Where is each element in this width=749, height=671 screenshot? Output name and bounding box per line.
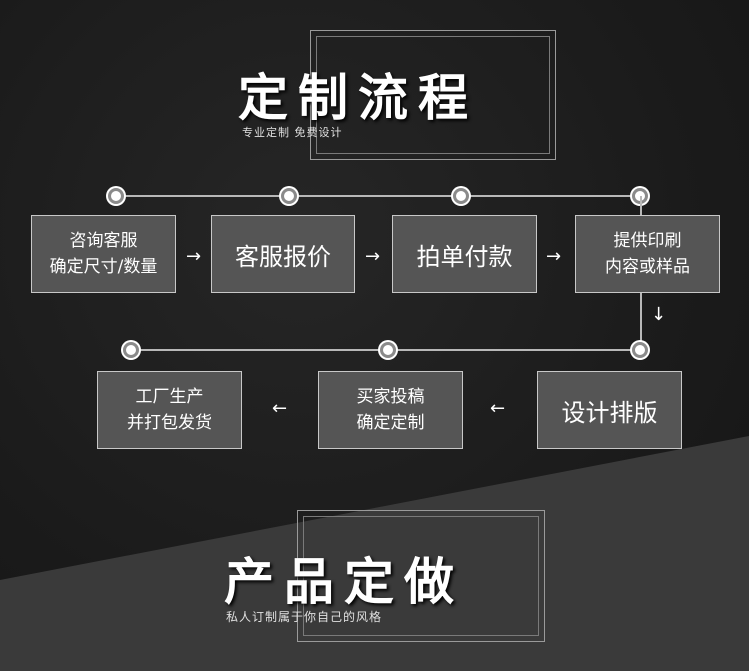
step-factory-ship-line2: 并打包发货: [127, 413, 212, 433]
step-provide-content: 提供印刷 内容或样品: [575, 215, 720, 293]
step-consult: 咨询客服 确定尺寸/数量: [31, 215, 176, 293]
step-provide-content-line2: 内容或样品: [605, 257, 690, 277]
step-buyer-submit-line2: 确定定制: [356, 413, 425, 433]
flow-node-7: [632, 342, 648, 358]
step-factory-ship-line1: 工厂生产: [135, 387, 204, 407]
step-provide-content-line1: 提供印刷: [613, 231, 682, 251]
flow-line-right-lower: [640, 292, 642, 350]
step-consult-line1: 咨询客服: [69, 231, 138, 251]
step-design-layout-label: 设计排版: [561, 398, 658, 427]
arrow-right-3: →: [546, 246, 562, 267]
footer-frame-inner: [303, 516, 539, 636]
flow-line-top: [116, 195, 641, 197]
header-subtitle: 专业定制 免费设计: [242, 126, 343, 139]
step-buyer-submit-line1: 买家投稿: [356, 387, 425, 407]
arrow-left-2: ←: [272, 398, 288, 419]
footer-frame-outer: [297, 510, 545, 642]
flow-line-right-upper: [640, 196, 642, 218]
step-payment-label: 拍单付款: [416, 242, 513, 271]
arrow-down: ↓: [651, 304, 667, 325]
step-design-layout: 设计排版: [537, 371, 682, 449]
arrow-right-1: →: [186, 246, 202, 267]
step-consult-line2: 确定尺寸/数量: [49, 257, 158, 277]
step-quote: 客服报价: [211, 215, 355, 293]
flow-node-2: [281, 188, 297, 204]
header-title: 定制流程: [238, 69, 478, 127]
step-factory-ship: 工厂生产 并打包发货: [97, 371, 242, 449]
step-buyer-submit: 买家投稿 确定定制: [318, 371, 463, 449]
header-frame-outer: [310, 30, 556, 160]
footer-subtitle: 私人订制属于你自己的风格: [226, 610, 383, 624]
arrow-left-1: ←: [490, 398, 506, 419]
flow-node-1: [108, 188, 124, 204]
step-payment: 拍单付款: [392, 215, 537, 293]
step-quote-label: 客服报价: [235, 242, 331, 271]
flow-node-6: [380, 342, 396, 358]
header-frame-inner: [316, 36, 550, 154]
flow-node-5: [123, 342, 139, 358]
arrow-right-2: →: [365, 246, 381, 267]
flow-node-3: [453, 188, 469, 204]
footer-title: 产品定做: [224, 553, 464, 611]
